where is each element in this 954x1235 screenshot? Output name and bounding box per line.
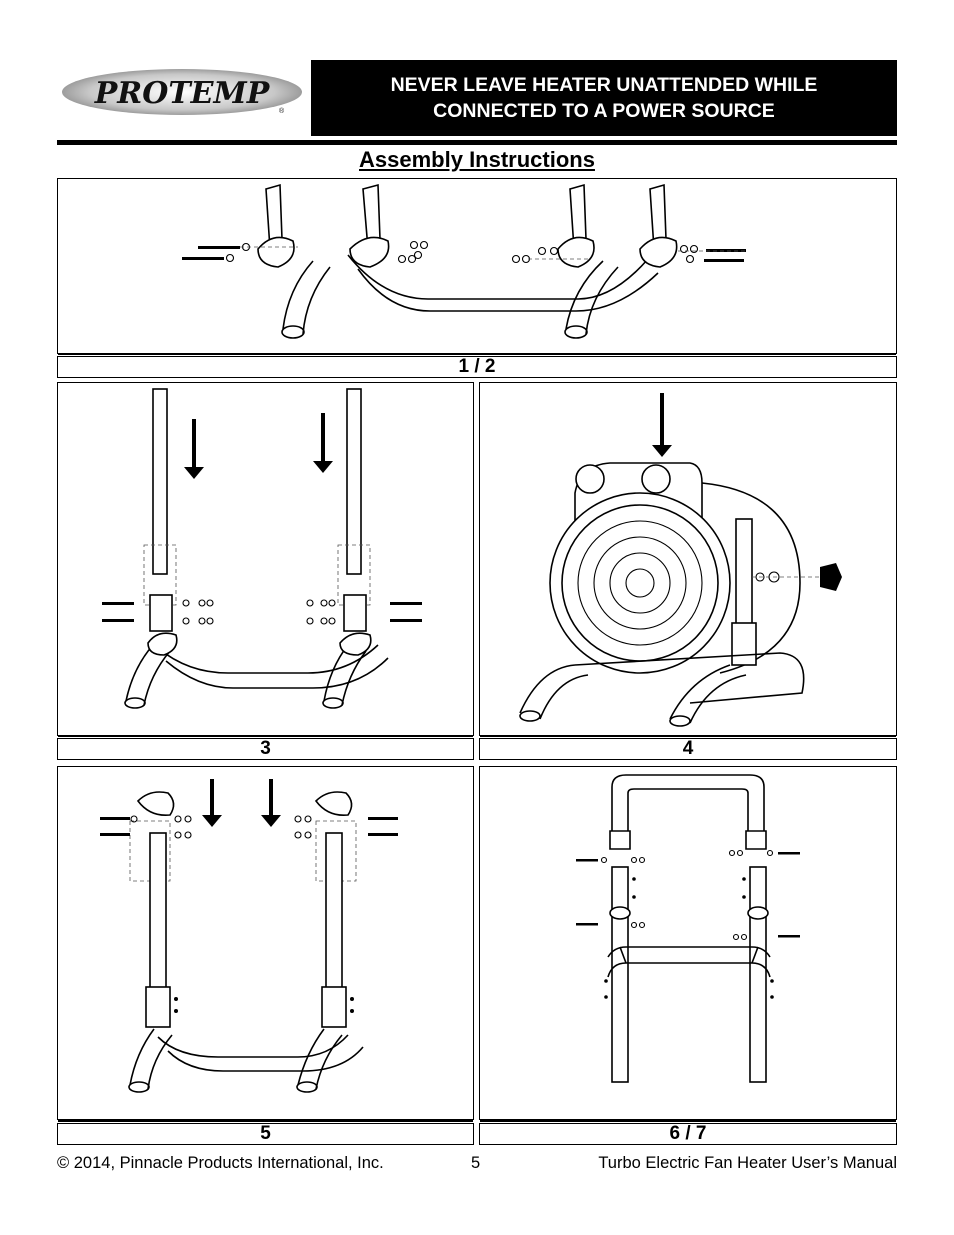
step-6-7-label: 6 / 7	[479, 1120, 897, 1145]
page-title: Assembly Instructions	[359, 147, 595, 172]
page-number: 5	[471, 1154, 481, 1172]
logo-wordmark: PROTEMP	[94, 76, 271, 111]
step-1-2-label: 1 / 2	[57, 353, 897, 378]
step-5-illustration	[57, 766, 474, 1120]
protemp-logo: PROTEMP ®	[57, 61, 307, 123]
step-6-7-illustration	[479, 766, 897, 1120]
warning-line-2: CONNECTED TO A POWER SOURCE	[433, 100, 775, 122]
warning-line-1: NEVER LEAVE HEATER UNATTENDED WHILE	[390, 74, 818, 96]
step-3-illustration	[57, 382, 474, 736]
header-divider	[57, 140, 897, 145]
footer-manual-title: Turbo Electric Fan Heater User’s Manual	[598, 1154, 897, 1172]
step-5-label: 5	[57, 1120, 474, 1145]
step-4-label: 4	[479, 735, 897, 760]
footer-copyright: © 2014, Pinnacle Products International,…	[57, 1154, 384, 1172]
step-4-illustration	[479, 382, 897, 736]
svg-text:®: ®	[279, 107, 285, 115]
step-1-2-illustration	[57, 178, 897, 354]
step-3-label: 3	[57, 735, 474, 760]
safety-warning-banner: NEVER LEAVE HEATER UNATTENDED WHILE CONN…	[311, 60, 897, 136]
